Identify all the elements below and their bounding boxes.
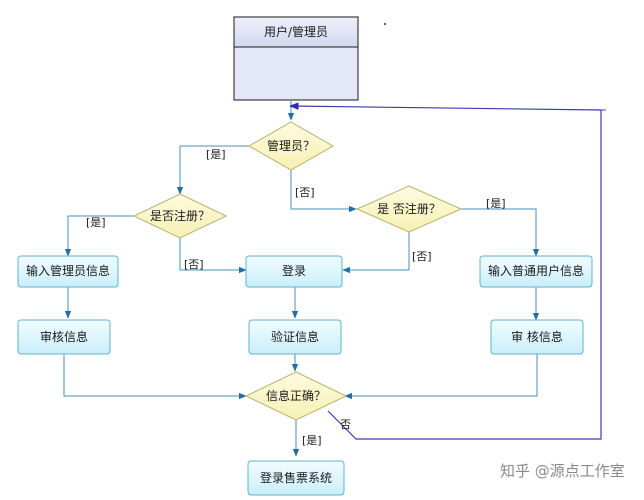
- decision-is-admin-label: 管理员？: [267, 138, 315, 153]
- edge-admin-yes: [176, 145, 250, 195]
- decision-info-correct[interactable]: 信息正确？: [244, 371, 348, 421]
- box-admin-review[interactable]: 审核信息: [17, 319, 111, 355]
- decision-admin-registered[interactable]: 是否注册？: [132, 193, 228, 239]
- box-login[interactable]: 登录: [245, 255, 343, 288]
- box-admin-input[interactable]: 输入管理员信息: [17, 255, 119, 288]
- box-user-input-label: 输入普通用户信息: [488, 263, 584, 278]
- stray-dot: [384, 23, 386, 25]
- box-verify[interactable]: 验证信息: [248, 319, 342, 355]
- decision-user-registered-label: 是 否注册？: [377, 201, 441, 216]
- edge-correct-no-loop: [289, 102, 602, 440]
- decision-is-admin[interactable]: 管理员？: [247, 121, 335, 171]
- decision-user-registered[interactable]: 是 否注册？: [355, 185, 463, 233]
- box-verify-label: 验证信息: [271, 329, 319, 344]
- actor-user-admin[interactable]: 用户/管理员: [233, 16, 359, 101]
- box-user-review[interactable]: 审 核信息: [490, 319, 584, 355]
- box-ticket-system-label: 登录售票系统: [260, 470, 332, 485]
- label-admin-reg-yes: [是]: [86, 216, 106, 229]
- edge-user-review-correct: [344, 354, 538, 400]
- actor-title: 用户/管理员: [264, 24, 328, 39]
- box-ticket-system[interactable]: 登录售票系统: [247, 460, 345, 496]
- label-correct-no: 否: [340, 418, 351, 431]
- box-user-review-label: 审 核信息: [511, 329, 563, 344]
- edge-admin-review-correct: [63, 354, 247, 400]
- label-admin-no: [否]: [295, 186, 315, 199]
- box-user-input[interactable]: 输入普通用户信息: [479, 255, 593, 288]
- edge-admin-reg-no: [179, 238, 247, 274]
- watermark-text: 知乎 @源点工作室: [500, 462, 625, 480]
- box-login-label: 登录: [282, 263, 306, 278]
- label-admin-yes: [是]: [206, 148, 226, 161]
- box-admin-review-label: 审核信息: [40, 329, 88, 344]
- decision-admin-registered-label: 是否注册？: [150, 208, 210, 223]
- edge-admin-no: [290, 170, 357, 213]
- edge-user-reg-yes: [460, 208, 540, 257]
- box-admin-input-label: 输入管理员信息: [26, 263, 110, 278]
- edge-admin-reg-yes: [64, 215, 134, 257]
- label-correct-yes: [是]: [302, 434, 322, 447]
- edge-user-reg-no: [342, 232, 410, 274]
- label-user-reg-yes: [是]: [486, 197, 506, 210]
- label-admin-reg-no: [否]: [184, 258, 204, 271]
- decision-info-correct-label: 信息正确？: [266, 388, 326, 403]
- label-user-reg-no: [否]: [412, 250, 432, 263]
